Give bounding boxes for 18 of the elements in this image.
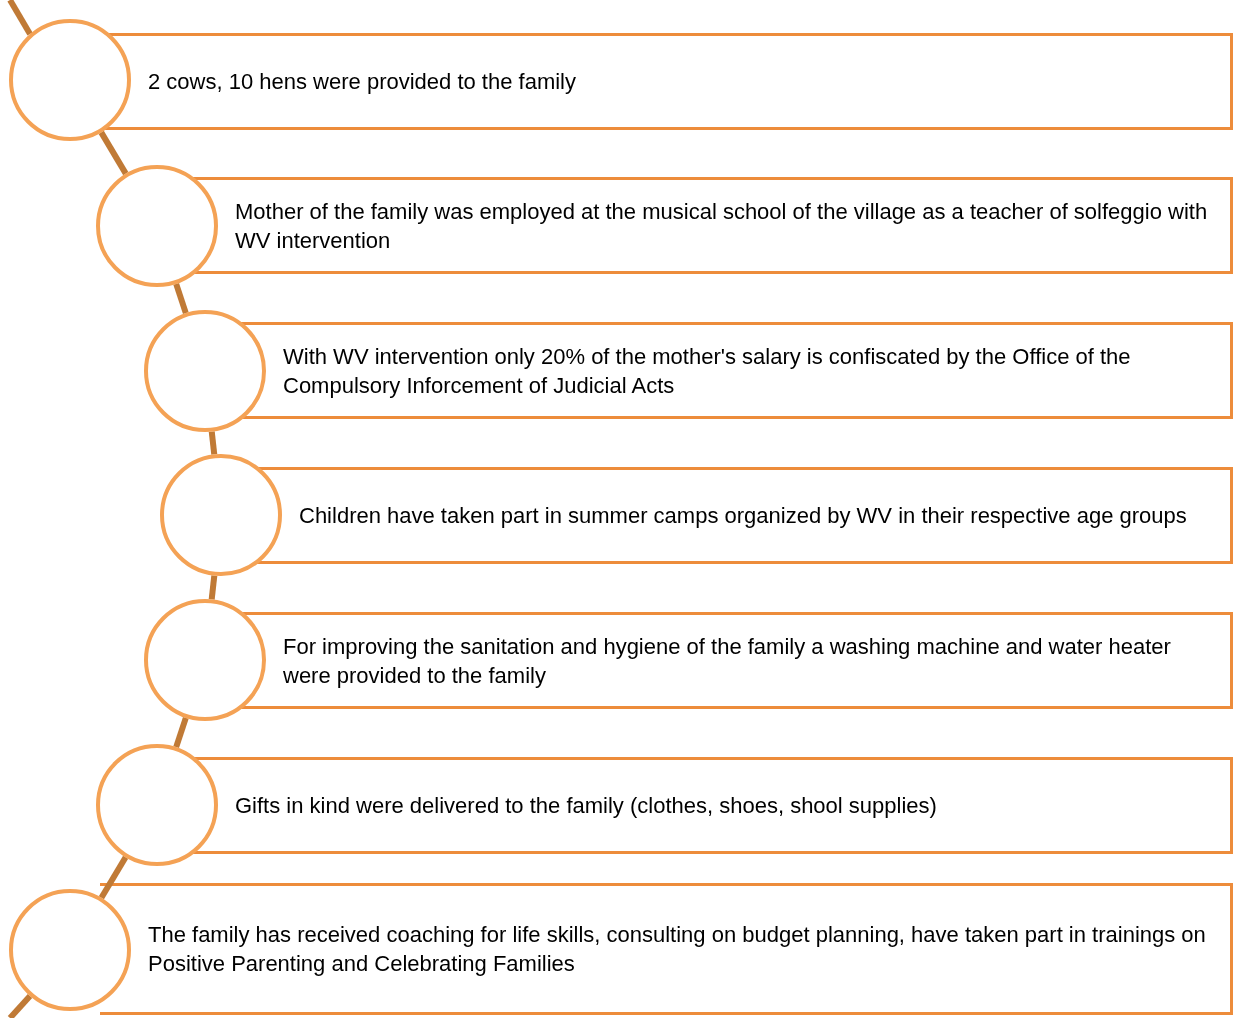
- list-bar: [219, 177, 1233, 274]
- list-bar: [283, 467, 1233, 564]
- list-text: Mother of the family was employed at the musical school of the village as a teacher of solfeggio with WV intervention: [235, 197, 1209, 255]
- connector-line: [208, 575, 218, 600]
- list-text: For improving the sanitation and hygiene of the family a washing machine and water heater were provided to the family: [283, 632, 1172, 690]
- list-bar: [132, 33, 1233, 130]
- list-bar: [267, 612, 1233, 709]
- list-bar: [219, 757, 1233, 854]
- list-text: With WV intervention only 20% of the mother's salary is confiscated by the Office of the Compulsory Inforcement of Judicial Acts: [283, 342, 1132, 400]
- list-bar: [267, 322, 1233, 419]
- connector-line: [208, 431, 218, 455]
- list-text: Children have taken part in summer camps organized by WV in their respective age groups: [299, 502, 1188, 530]
- list-bar: [132, 883, 1233, 1015]
- connector-line: [98, 130, 129, 176]
- connector-line: [98, 855, 129, 900]
- list-text: 2 cows, 10 hens were provided to the family: [148, 68, 577, 96]
- list-text: Gifts in kind were delivered to the family (clothes, shoes, shool supplies): [235, 792, 938, 820]
- list-text: The family has received coaching for life skills, consulting on budget planning, have taken part in trainings on Positive Parenting and Celebrating Families: [148, 921, 1207, 978]
